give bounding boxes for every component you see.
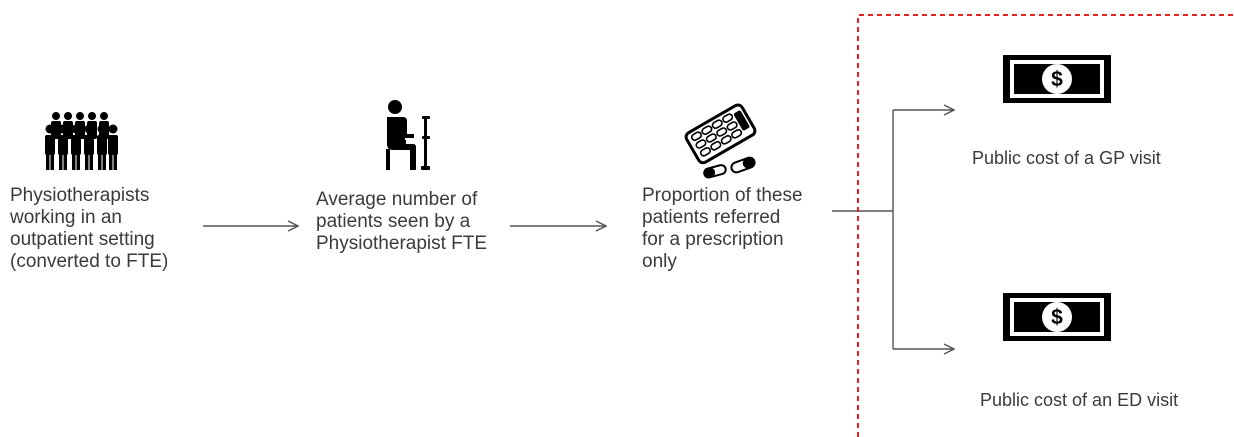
svg-text:$: $ (1051, 68, 1063, 91)
branch-connector (832, 110, 954, 349)
step-patients-per-fte-label: Average number of patients seen by a Phy… (316, 189, 488, 254)
step-prescription-referral-label: Proportion of these patients referred fo… (642, 185, 803, 272)
dollar-bill-icon: $ (1003, 293, 1111, 341)
people-group-icon (44, 111, 118, 171)
patient-with-crutch-icon (383, 100, 433, 172)
step-physiotherapists-label: Physiotherapists working in an outpatien… (10, 185, 169, 272)
dollar-bill-icon: $ (1003, 55, 1111, 103)
pills-icon (682, 103, 762, 181)
svg-text:$: $ (1051, 306, 1063, 329)
ed-visit-cost-label: Public cost of an ED visit (980, 390, 1179, 410)
gp-visit-cost-label: Public cost of a GP visit (972, 148, 1161, 168)
